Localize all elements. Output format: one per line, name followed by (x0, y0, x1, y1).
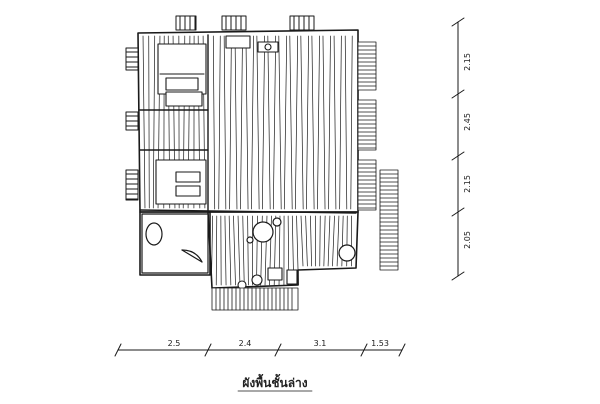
step-block (380, 170, 398, 270)
plank-line (340, 36, 342, 209)
horizontal-dim-4: 1.53 (371, 339, 389, 348)
plank-line (262, 36, 264, 209)
plank-line (301, 36, 303, 209)
bathroom (142, 214, 208, 273)
vertical-dim-2: 2.45 (463, 113, 472, 131)
bottom-terrace-edge (212, 288, 298, 310)
vertical-dimension: 2.15 2.45 2.15 2.05 (452, 18, 472, 280)
plank-line (306, 36, 308, 209)
plank-line (324, 216, 325, 266)
plank-line (329, 36, 331, 209)
plank-line (224, 36, 226, 209)
plank-line (143, 36, 145, 208)
plank-line (225, 216, 226, 285)
top-cabinets (226, 36, 278, 52)
plank-line (219, 36, 221, 209)
plank-line (337, 216, 339, 266)
plank-line (351, 36, 352, 209)
plank-line (295, 36, 297, 209)
plank-line (279, 36, 281, 209)
right-steps (358, 42, 398, 270)
vertical-dim-1: 2.15 (463, 53, 472, 71)
plank-line (273, 36, 275, 209)
plank-line (238, 216, 240, 285)
plank-line (334, 36, 336, 209)
vertical-dim-3: 2.15 (463, 175, 472, 193)
plank-line (234, 216, 236, 285)
horizontal-dimension: 2.5 2.4 3.1 1.53 (115, 339, 405, 356)
plank-line (230, 36, 232, 209)
plank-line (251, 36, 253, 209)
plank-line (328, 216, 330, 266)
plank-line (323, 36, 325, 209)
caption-title: ผังพื้นชั้นล่าง (242, 373, 307, 390)
plank-line (153, 36, 154, 208)
plank-line (345, 36, 347, 209)
bed-lower (156, 160, 206, 204)
plank-line (312, 36, 314, 209)
plank-line (290, 36, 292, 209)
horizontal-dim-2: 2.4 (239, 339, 252, 348)
plank-line (310, 216, 311, 266)
bed-upper (158, 44, 206, 94)
round-stool (339, 245, 355, 261)
terrace-edge-frame (212, 288, 298, 310)
plank-line (216, 216, 217, 285)
plank-line (248, 216, 249, 285)
plank-line (317, 36, 319, 209)
plank-line (213, 36, 214, 209)
plank-line (229, 216, 231, 285)
window-frame (176, 16, 196, 30)
plank-line (306, 216, 308, 266)
floor-plan (126, 16, 398, 310)
dining-table (247, 218, 281, 243)
vertical-dim-4: 2.05 (463, 231, 472, 249)
plank-line (257, 36, 259, 209)
plank-line (268, 36, 270, 209)
plank-line (320, 216, 321, 266)
plank-line (240, 36, 242, 209)
plank-line (235, 36, 237, 209)
step-block (358, 160, 376, 210)
horizontal-dim-1: 2.5 (168, 339, 181, 348)
bedside-block (166, 92, 202, 106)
plank-line (149, 36, 150, 208)
plank-line (284, 36, 286, 209)
plank-line (243, 216, 244, 285)
plank-line (246, 36, 248, 209)
left-windows (126, 48, 138, 200)
step-block (358, 100, 376, 150)
horizontal-dim-3: 3.1 (314, 339, 327, 348)
plank-line (301, 216, 303, 266)
top-windows (176, 16, 314, 30)
plank-line (333, 216, 335, 266)
